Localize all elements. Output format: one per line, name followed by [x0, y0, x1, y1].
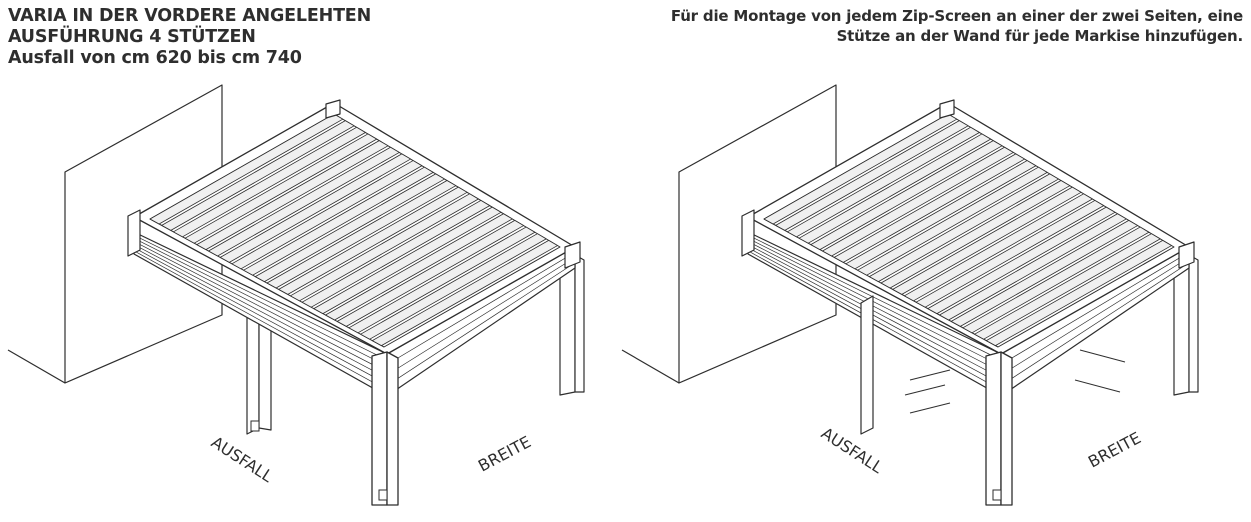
wall: [64, 84, 223, 384]
louver-slat: [833, 153, 1026, 263]
louver-slat: [950, 219, 1139, 327]
glass-reflection: [909, 369, 951, 381]
right-fascia-line: [386, 262, 576, 386]
louver-slat: [301, 200, 491, 308]
title-line-2: AUSFÜHRUNG 4 STÜTZEN: [8, 27, 256, 47]
louver-slat: [278, 186, 468, 295]
screen-post: [860, 295, 874, 435]
louver-slat: [196, 140, 389, 250]
louver-slat: [266, 180, 457, 289]
louver-slat: [939, 213, 1127, 321]
louver-slat: [892, 186, 1082, 295]
left-width-label: BREITE: [475, 432, 534, 475]
front-post: [985, 351, 1002, 506]
right-fascia-line: [386, 251, 576, 365]
louver-slat: [149, 113, 344, 225]
front-post: [371, 351, 388, 506]
corner-right: [564, 241, 581, 269]
louver-slat: [208, 146, 400, 257]
louver-slat: [763, 113, 958, 225]
louver-slat: [325, 213, 513, 321]
louver-slat: [787, 126, 980, 238]
front-post-side: [386, 351, 399, 506]
corner-back: [939, 99, 955, 119]
fascia-line: [747, 234, 1002, 361]
fascia-line: [747, 250, 1002, 391]
right-fascia-line: [1000, 251, 1190, 365]
louver-slat: [289, 193, 479, 302]
title-line-3: Ausfall von cm 620 bis cm 740: [8, 48, 302, 68]
right-fascia-line: [1000, 262, 1190, 386]
right-fascia-line: [386, 257, 576, 376]
front-post-side: [1000, 351, 1013, 506]
louver-slat: [371, 239, 558, 346]
right-pergola-drawing: [621, 84, 1199, 506]
louver-slat: [313, 206, 502, 314]
fascia-line: [133, 241, 388, 373]
louver-slat: [348, 226, 536, 334]
right-fascia-line: [1000, 257, 1190, 376]
left-pergola-drawing: [7, 84, 585, 506]
fascia-line: [133, 250, 388, 391]
glass-reflection: [1079, 349, 1126, 363]
note-block: Für die Montage von jedem Zip-Screen an …: [671, 6, 1243, 46]
front-post-foot: [992, 489, 1002, 501]
note-line-2: Stütze an der Wand für jede Markise hinz…: [836, 27, 1244, 45]
louver-slat: [336, 219, 525, 327]
louver-slat: [822, 146, 1014, 257]
left-depth-label: AUSFALL: [208, 432, 277, 486]
corner-right: [1178, 241, 1195, 269]
glass-reflection: [909, 402, 951, 414]
glass-reflection: [1074, 379, 1121, 393]
louver-slat: [927, 206, 1116, 314]
corner-post-back-left: [127, 209, 141, 257]
right-post-side: [1188, 254, 1199, 393]
louver-slat: [810, 140, 1003, 250]
louver-slat: [904, 193, 1093, 302]
louver-slat: [243, 166, 434, 276]
front-post-foot: [378, 489, 388, 501]
right-post-side: [574, 254, 585, 393]
louver-slat: [172, 126, 366, 238]
louver-slat: [219, 153, 412, 263]
louver-slat: [161, 120, 355, 231]
louver-slat: [254, 173, 445, 282]
louver-slat: [962, 226, 1150, 334]
glass-reflection: [904, 384, 946, 396]
floor-line: [7, 349, 66, 384]
fascia-line: [133, 237, 388, 367]
right-depth-label: AUSFALL: [818, 423, 887, 477]
title-line-1: VARIA IN DER VORDERE ANGELEHTEN: [8, 6, 372, 26]
louver-slat: [231, 160, 423, 270]
louver-slat: [857, 166, 1048, 276]
louver-slat: [985, 239, 1172, 346]
fascia-line: [747, 247, 1002, 385]
louver-slat: [915, 200, 1105, 308]
louver-slat: [974, 233, 1161, 340]
louver-slat: [798, 133, 992, 244]
right-width-label: BREITE: [1085, 428, 1144, 471]
louver-slat: [184, 133, 378, 244]
louver-slat: [360, 233, 547, 340]
fascia-line: [747, 241, 1002, 373]
note-line-1: Für die Montage von jedem Zip-Screen an …: [670, 7, 1243, 25]
corner-post-back-left: [741, 209, 755, 257]
fascia-line: [747, 237, 1002, 367]
louver-slat: [868, 173, 1059, 282]
louver-slat: [880, 180, 1071, 289]
fascia-line: [133, 234, 388, 361]
floor-line: [621, 349, 680, 384]
back-post-foot: [250, 420, 260, 432]
wall: [678, 84, 837, 384]
fascia-line: [747, 244, 1002, 379]
louver-slat: [845, 160, 1037, 270]
louver-slat: [775, 120, 969, 231]
fascia-line: [133, 244, 388, 379]
corner-back: [325, 99, 341, 119]
title-block: VARIA IN DER VORDERE ANGELEHTEN AUSFÜHRU…: [8, 6, 371, 69]
fascia-line: [133, 247, 388, 385]
